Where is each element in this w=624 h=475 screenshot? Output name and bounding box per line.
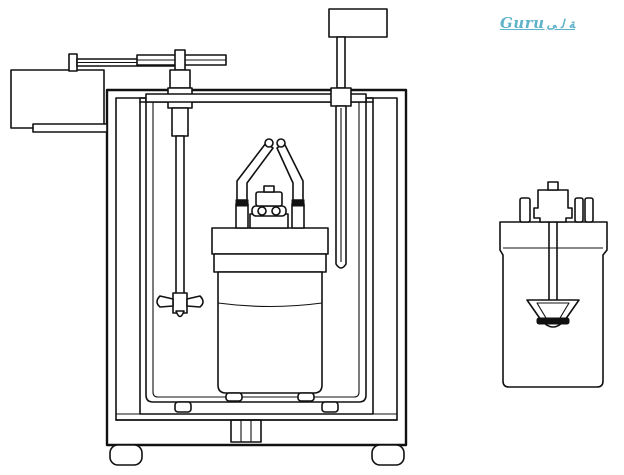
- foot-right: [371, 444, 405, 466]
- vessel-body: [217, 271, 323, 394]
- detached-vessel: [499, 181, 608, 388]
- stirrer-collar: [171, 107, 189, 137]
- motor-unit: [10, 53, 178, 133]
- side-port-left-cap: [235, 199, 249, 207]
- top-support-bar: [145, 93, 367, 103]
- vessel-cap-top: [255, 191, 283, 207]
- vessel-foot: [297, 392, 315, 402]
- cap-knob-right: [271, 206, 281, 216]
- detached-center-nub: [547, 181, 559, 191]
- vessel-lid-lower: [213, 253, 327, 273]
- cabinet-outer-wall: [105, 88, 408, 447]
- reaction-vessel: [211, 138, 329, 402]
- motor-top-post: [68, 53, 78, 72]
- bath-foot: [321, 401, 339, 413]
- impeller-blade-right: [186, 295, 204, 308]
- foot-left: [109, 444, 143, 466]
- bath-feet: [174, 401, 339, 413]
- cabinet-base-vent: [230, 419, 262, 443]
- support-bar: [145, 93, 367, 103]
- detached-port-left: [519, 197, 531, 223]
- side-port-left-fitting: [235, 203, 249, 229]
- detached-center-fitting: [533, 189, 573, 223]
- detached-port-right-b: [584, 197, 594, 223]
- bath-foot: [174, 401, 192, 413]
- probe-display-box: [328, 8, 388, 38]
- probe-stem-top: [336, 36, 346, 89]
- vessel-cap-ring: [251, 205, 287, 217]
- vessel-lid: [211, 227, 329, 255]
- vessel-foot: [225, 392, 243, 402]
- stirrer-shaft: [175, 135, 185, 297]
- cap-knob-left: [257, 206, 267, 216]
- side-tube-right-tip: [276, 138, 286, 148]
- motor-box: [10, 69, 105, 129]
- side-port-right-fitting: [291, 203, 305, 229]
- watermark-text: Guru: [500, 14, 545, 32]
- detached-port-right-a: [574, 197, 584, 223]
- impeller-blade-front: [175, 310, 185, 318]
- cabinet-feet: [109, 444, 405, 466]
- impeller-hub: [172, 292, 188, 314]
- motor-mount-plate: [32, 123, 108, 133]
- vessel-cap-nub: [263, 185, 275, 193]
- bath-vessel-inner: [152, 102, 360, 398]
- side-tube-left: [236, 142, 274, 201]
- side-tube-left-tip: [264, 138, 274, 148]
- side-port-right-cap: [291, 199, 305, 207]
- probe-clamp: [330, 87, 352, 107]
- temperature-probe: [328, 8, 388, 269]
- side-tube-right: [276, 142, 304, 201]
- vessel-liquid-level: [217, 302, 323, 308]
- bath-vessel: [145, 97, 367, 403]
- pulley-hub: [174, 49, 186, 71]
- stirrer-coupling-top: [169, 69, 191, 89]
- detached-impeller-tip: [536, 317, 570, 325]
- impeller-blade-left: [156, 295, 174, 308]
- watermark-tail: ﺔ ﻟ ﻰ: [546, 17, 575, 31]
